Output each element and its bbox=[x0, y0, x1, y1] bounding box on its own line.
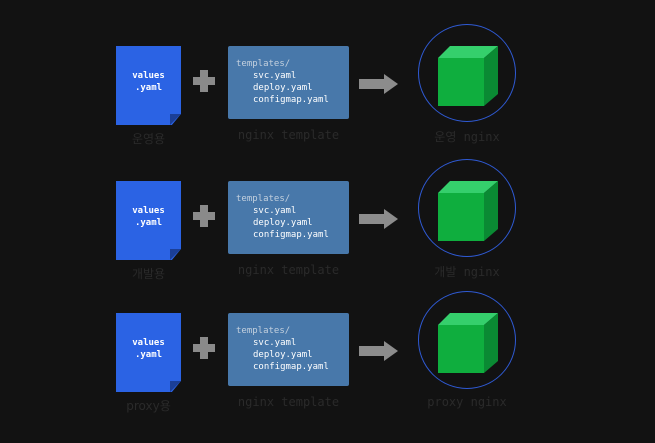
result-ring bbox=[418, 24, 516, 122]
template-box bbox=[228, 181, 349, 254]
file-fold bbox=[170, 249, 181, 260]
template-file: svc.yaml bbox=[253, 206, 297, 216]
cube-icon bbox=[438, 46, 498, 106]
values-ext: .yaml bbox=[134, 218, 163, 228]
result-caption: 개발 nginx bbox=[434, 265, 500, 279]
plus-icon bbox=[193, 70, 215, 92]
values-caption: 운영용 bbox=[131, 132, 166, 146]
template-file: deploy.yaml bbox=[253, 218, 313, 228]
template-file: configmap.yaml bbox=[253, 95, 329, 105]
values-file-label: values .yaml bbox=[116, 337, 181, 361]
file-fold bbox=[170, 114, 181, 125]
values-file-label: values .yaml bbox=[116, 70, 181, 94]
values-ext: .yaml bbox=[134, 350, 163, 360]
row-dev: values .yaml 개발용 templates/ svc.yaml dep… bbox=[0, 159, 655, 311]
values-file-icon bbox=[116, 46, 181, 125]
right-arrow-icon bbox=[359, 209, 399, 229]
values-ext: .yaml bbox=[134, 83, 163, 93]
values-name: values bbox=[132, 71, 165, 81]
template-caption: nginx template bbox=[237, 128, 340, 142]
values-name: values bbox=[132, 338, 165, 348]
template-file-list: svc.yaml deploy.yaml configmap.yaml bbox=[253, 70, 329, 106]
template-dir: templates/ bbox=[236, 326, 291, 336]
result-caption: proxy nginx bbox=[427, 395, 507, 409]
template-file: svc.yaml bbox=[253, 71, 297, 81]
template-file: deploy.yaml bbox=[253, 83, 313, 93]
row-prod: values .yaml 운영용 templates/ svc.yaml dep… bbox=[0, 24, 655, 176]
template-box bbox=[228, 46, 349, 119]
values-caption: 개발용 bbox=[131, 267, 166, 281]
file-fold bbox=[170, 381, 181, 392]
values-caption: proxy용 bbox=[126, 399, 171, 413]
template-box bbox=[228, 313, 349, 386]
values-name: values bbox=[132, 206, 165, 216]
right-arrow-icon bbox=[359, 341, 399, 361]
template-caption: nginx template bbox=[237, 263, 340, 277]
template-caption: nginx template bbox=[237, 395, 340, 409]
template-file: configmap.yaml bbox=[253, 230, 329, 240]
plus-icon bbox=[193, 205, 215, 227]
result-ring bbox=[418, 291, 516, 389]
plus-icon bbox=[193, 337, 215, 359]
template-file-list: svc.yaml deploy.yaml configmap.yaml bbox=[253, 205, 329, 241]
template-dir: templates/ bbox=[236, 194, 291, 204]
template-file-list: svc.yaml deploy.yaml configmap.yaml bbox=[253, 337, 329, 373]
row-proxy: values .yaml proxy용 templates/ svc.yaml … bbox=[0, 291, 655, 443]
result-ring bbox=[418, 159, 516, 257]
template-file: deploy.yaml bbox=[253, 350, 313, 360]
cube-icon bbox=[438, 181, 498, 241]
values-file-icon bbox=[116, 181, 181, 260]
template-file: configmap.yaml bbox=[253, 362, 329, 372]
cube-icon bbox=[438, 313, 498, 373]
template-file: svc.yaml bbox=[253, 338, 297, 348]
values-file-label: values .yaml bbox=[116, 205, 181, 229]
values-file-icon bbox=[116, 313, 181, 392]
right-arrow-icon bbox=[359, 74, 399, 94]
result-caption: 운영 nginx bbox=[434, 130, 500, 144]
template-dir: templates/ bbox=[236, 59, 291, 69]
